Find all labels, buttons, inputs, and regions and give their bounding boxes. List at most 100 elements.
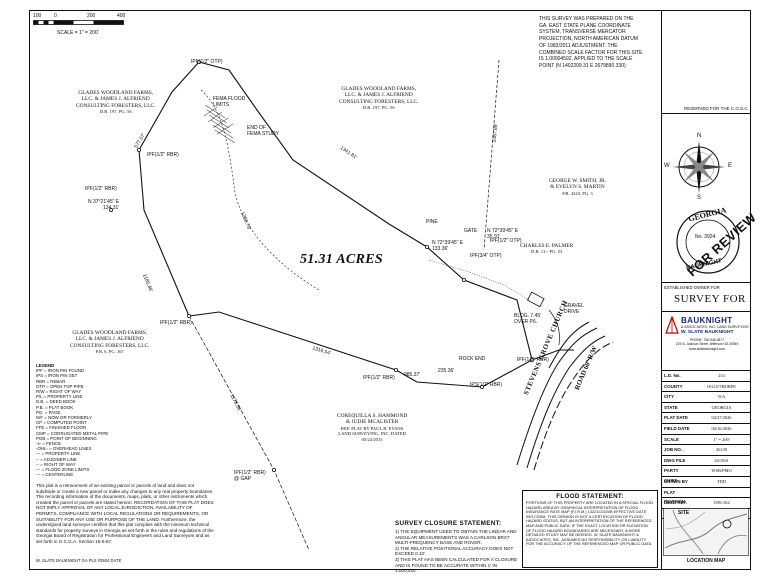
scale-tick-100: 100 (33, 13, 42, 19)
project-key: DRAWN BY (664, 478, 688, 484)
legend-item: PG. = PAGE (36, 409, 61, 415)
project-key: JOB NO. (664, 447, 683, 453)
pine-label: PINE (426, 219, 438, 225)
divider (661, 311, 751, 312)
projection-note: THIS SURVEY WAS PREPARED ON THE GA. EAST… (539, 16, 642, 70)
company-person: W. SLATE BAUKNIGHT (681, 330, 734, 335)
end-study-label: END OF FEMA STUDY (247, 125, 279, 137)
project-key: PLAT REVISION (664, 489, 685, 505)
project-value (692, 488, 751, 498)
project-value: 26139A (714, 457, 729, 463)
flood-limits-label: FEMA FLOOD LIMITS (213, 96, 246, 108)
closure-statement: SURVEY CLOSURE STATEMENT: 1) THE EQUIPME… (395, 520, 519, 574)
project-row: L.D. No. 233 (661, 371, 751, 382)
building (526, 291, 545, 308)
ownership-label: ESTABLISHED OWNER FOR (664, 285, 720, 290)
owner-line: LLC. & JAMES J. ALFRIEND (344, 92, 413, 99)
sheet-border (29, 10, 751, 570)
owner-block-w: GLADES WOODLAND FARMS, LLC. & JAMES J. A… (70, 330, 149, 355)
company-address-line: PHONE: 706-548-0877 (689, 338, 725, 342)
scale-tick-200: 200 (87, 13, 96, 19)
project-value: GEORGIA (711, 404, 732, 410)
project-row: PARTY CHIEF WSB/PMO (661, 466, 751, 483)
scale-label: SCALE = 1" = 200' (57, 30, 99, 36)
company-name: BAUKNIGHT (681, 316, 733, 325)
owner-line: CHARLES E. PALMER (520, 243, 574, 249)
flood-title: FLOOD STATEMENT: (556, 493, 624, 500)
reserved-divider (661, 113, 751, 114)
project-value: TDD (716, 478, 727, 484)
distance-rock: 235.36' (438, 368, 455, 374)
company-address: PHONE: 706-548-0877 225 N. Jackson Stree… (665, 338, 749, 351)
project-key: L.D. No. (664, 373, 681, 378)
owner-ref: D.B. 197, PG. 56 (99, 109, 132, 115)
compass-e: E (728, 163, 733, 169)
legend-item: P.B. = PLAT BOOK (36, 404, 74, 410)
pin-label: IPF(1/2" OTP) (191, 59, 223, 65)
pin-label: IPF(1/2" OTP) (490, 238, 522, 244)
seal-number: No. 3924 (695, 234, 716, 240)
project-key: FIELD DATE (664, 425, 690, 431)
owner-line: LLC. & JAMES J. ALFRIEND (75, 336, 144, 343)
legend-item: -x- = FENCE (36, 441, 62, 447)
project-value: 233 (718, 373, 725, 378)
owner-block-ne: GEORGE W. SMITH, JR. & EVELYN S. MARTIN … (549, 178, 606, 196)
distance-call-3: 134.31' (103, 205, 120, 211)
legend-item: IPS = IRON PIN SET (36, 373, 78, 379)
rock-end-label: ROCK END (459, 356, 486, 362)
north-adjoiner-line (483, 59, 500, 251)
legend-item: N/F = NOW OR FORMERLY (36, 415, 92, 421)
pin-label: IPF(1/2" RBR) (363, 375, 395, 381)
road-lines (516, 321, 614, 471)
project-value: 04/27/2026 (711, 415, 732, 421)
owner-line: GLADES WOODLAND FARMS, (72, 330, 148, 336)
owner-line: LLC. & JAMES J. ALFRIEND (81, 96, 150, 103)
legend-item: P/L = PROPERTY LINE (36, 394, 83, 400)
project-value: 04/16/2026 (711, 425, 732, 431)
gravel-drive-label: GRAVEL DRIVE (564, 303, 584, 315)
flood-text: PORTIONS OF THIS PROPERTY ARE LOCATED IN… (526, 500, 654, 547)
distance-call-2: 133.36' (432, 246, 449, 252)
legend-title: LEGEND (36, 363, 55, 368)
owner-ref: D.B. 11-- PG. 53 (531, 249, 563, 255)
bearing-call-3: N 37°21'45" E (88, 199, 120, 205)
owner-ref: REF. PLAT BY PAUL B. EVANS LAND SURVEYIN… (338, 425, 406, 442)
legend-item: -OHL- = OVERHEAD LINES (36, 446, 92, 452)
pin-label: IPS(1/2" RBR) (470, 382, 503, 388)
gravel-drive (548, 309, 560, 346)
property-boundary (138, 61, 533, 388)
project-key: COUNTY (664, 383, 683, 389)
owner-ref: P.B. 4343, PG. 3 (562, 190, 593, 196)
distance-southeast: 985.37' (404, 372, 421, 378)
projection-line: PROJECTION, NORTH AMERICAN DATUM (539, 36, 638, 43)
legend-item: R/W = RIGHT OF WAY (36, 389, 82, 395)
pins (109, 60, 534, 472)
project-key: CITY (664, 394, 675, 400)
legend-item: CP = COMPUTED POINT (36, 420, 87, 426)
owner-line: CONSULTING FORESTERS, LLC. (76, 102, 156, 109)
distance-call-1: 35.91' (487, 234, 501, 240)
location-map-label: LOCATION MAP (687, 558, 726, 564)
reserved-label: RESERVED FOR THE C.O.S.C. (684, 106, 749, 111)
legend-item: IPF = IRON PIN FOUND (36, 368, 85, 374)
legend-item: FFE = FINISHED FLOOR (36, 425, 87, 431)
project-value: WSB/PMO (711, 468, 732, 474)
company-address-line: www.slatebauknight.com (688, 346, 726, 351)
owner-line: GLADES WOODLAND FARMS, (341, 86, 417, 92)
owner-block-e: CHARLES E. PALMER D.B. 11-- PG. 53 (520, 243, 573, 255)
legend-item: RBR = REBAR (36, 378, 66, 384)
projection-line: IS 1.00004592, APPLIED TO THE SCALE (539, 56, 633, 63)
project-key: PARTY CHIEF (664, 468, 679, 483)
legend-item: --- = PROPERTY LINE (36, 451, 81, 457)
surveyor-seal-icon (676, 210, 740, 274)
legend-item: POB = POINT OF BEGINNING (36, 435, 97, 441)
project-value: 1" = 200' (713, 436, 730, 442)
building-label: BLDG. 7.45' OVER P/L (514, 313, 542, 325)
project-value: 1981/362 (713, 500, 730, 506)
scale-tick-400: 400 (117, 13, 126, 19)
legend-item: CMP = CORRUGATED METAL PIPE (36, 430, 109, 436)
flood-statement-box: FLOOD STATEMENT: PORTIONS OF THIS PROPER… (522, 490, 658, 568)
compass-n: N (697, 133, 702, 139)
